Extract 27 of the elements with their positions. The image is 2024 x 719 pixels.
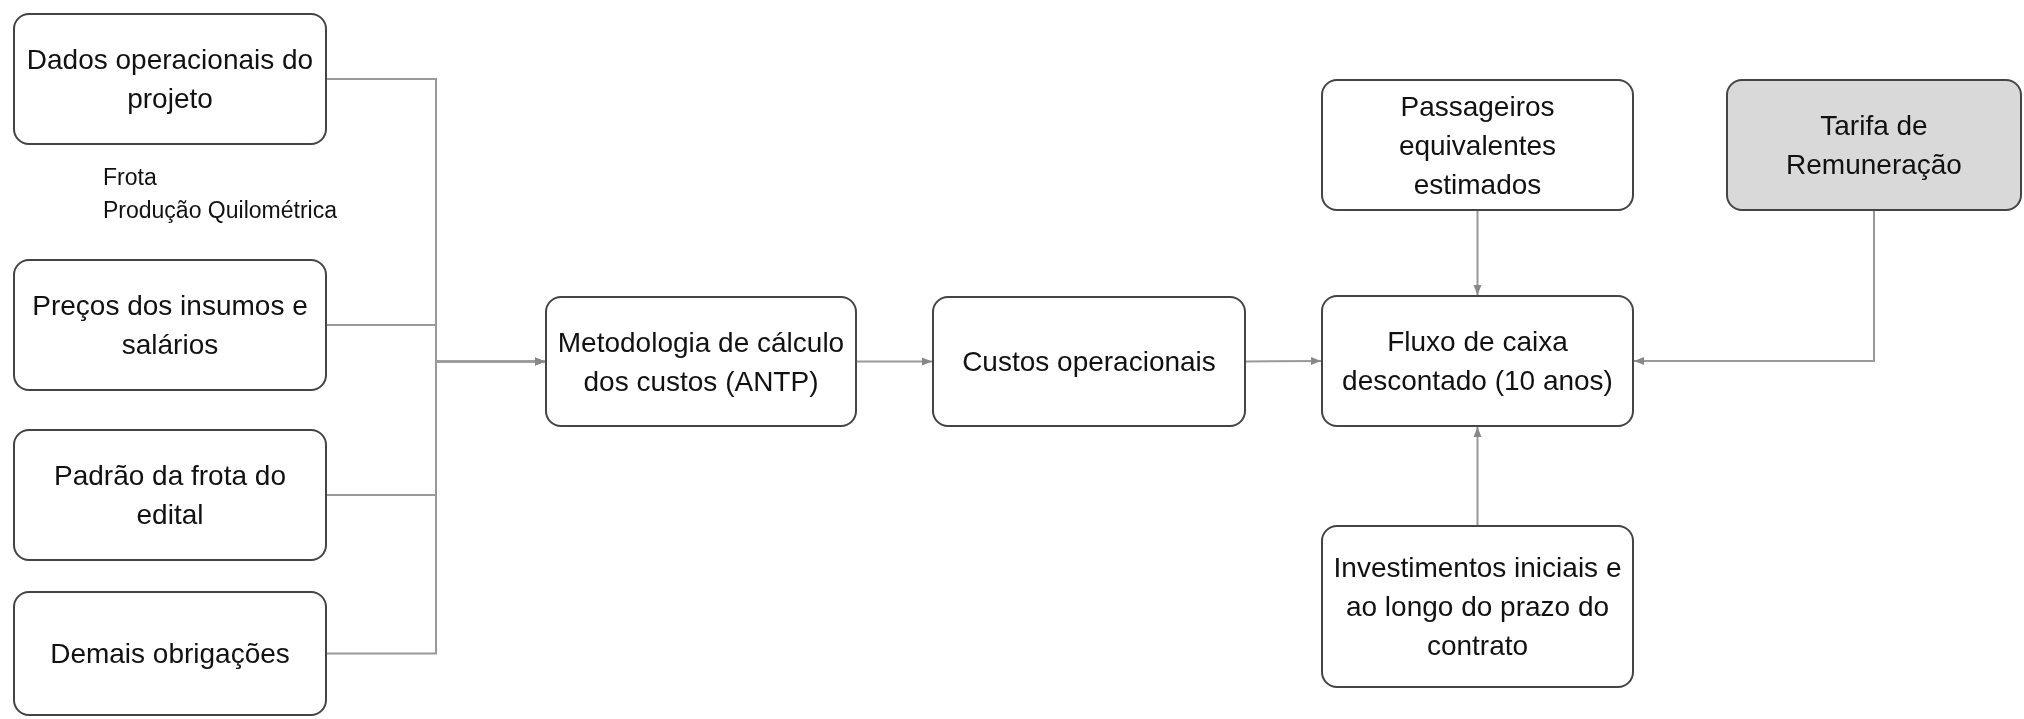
box-label: Preços dos insumos e salários — [31, 289, 309, 362]
arrow — [1633, 210, 1875, 365]
arrow — [1473, 210, 1482, 296]
box-label: Dados operacionais do projeto — [25, 43, 315, 116]
box-label: Fluxo de caixa descontado (10 anos) — [1341, 325, 1614, 398]
box-label: Custos operacionais — [962, 345, 1216, 379]
box-label: Padrão da frota do edital — [53, 459, 287, 532]
process-box — [1321, 295, 1634, 427]
box-label: Tarifa de Remuneração — [1785, 109, 1963, 182]
box-label: Passageiros equivalentes estimados — [1397, 89, 1558, 202]
arrow — [1245, 357, 1322, 366]
note-text: Produção Quilométrica — [103, 196, 337, 225]
process-box — [1321, 525, 1634, 688]
box-label: Investimentos iniciais e ao longo do prazo do contrato — [1333, 551, 1622, 663]
process-box — [1726, 79, 2022, 211]
process-box — [13, 591, 327, 716]
process-box — [13, 429, 327, 561]
arrow — [856, 357, 933, 366]
box-label: Metodologia de cálculo dos custos (ANTP) — [557, 325, 845, 399]
box-label: Demais obrigações — [50, 637, 290, 671]
arrow — [1473, 426, 1482, 526]
note-text: Frota — [103, 163, 157, 192]
process-box — [545, 296, 857, 427]
process-box — [1321, 79, 1634, 211]
process-box — [932, 296, 1246, 427]
process-box — [13, 13, 327, 145]
process-box — [13, 259, 327, 391]
